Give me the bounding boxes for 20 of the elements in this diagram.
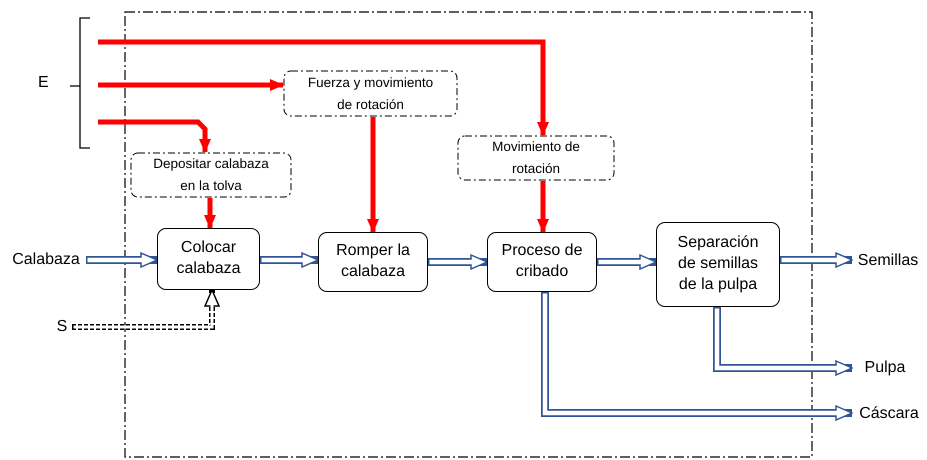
process-box (656, 222, 780, 307)
box-label: Colocar calabaza (175, 238, 242, 279)
input-box (457, 135, 615, 181)
box-label: Depositar calabaza en la tolva (152, 155, 270, 195)
flow-label: Pulpa (864, 359, 906, 377)
input-box (283, 70, 458, 117)
flow-label: Cáscara (859, 405, 919, 423)
process-box (318, 232, 428, 292)
box-label: Proceso de cribado (500, 241, 584, 282)
box-label: Romper la calabaza (335, 241, 411, 282)
process-box (487, 232, 597, 292)
box-label: Separación de semillas de la pulpa (676, 233, 760, 295)
flow-label: Semillas (858, 252, 918, 270)
flow-label: E (38, 74, 49, 92)
flow-label: S (56, 318, 68, 336)
input-box (130, 152, 292, 198)
process-box (157, 228, 260, 290)
box-label: Fuerza y movimiento de rotación (306, 74, 434, 114)
box-label: Movimiento de rotación (491, 138, 581, 178)
flow-label: Calabaza (12, 251, 80, 269)
